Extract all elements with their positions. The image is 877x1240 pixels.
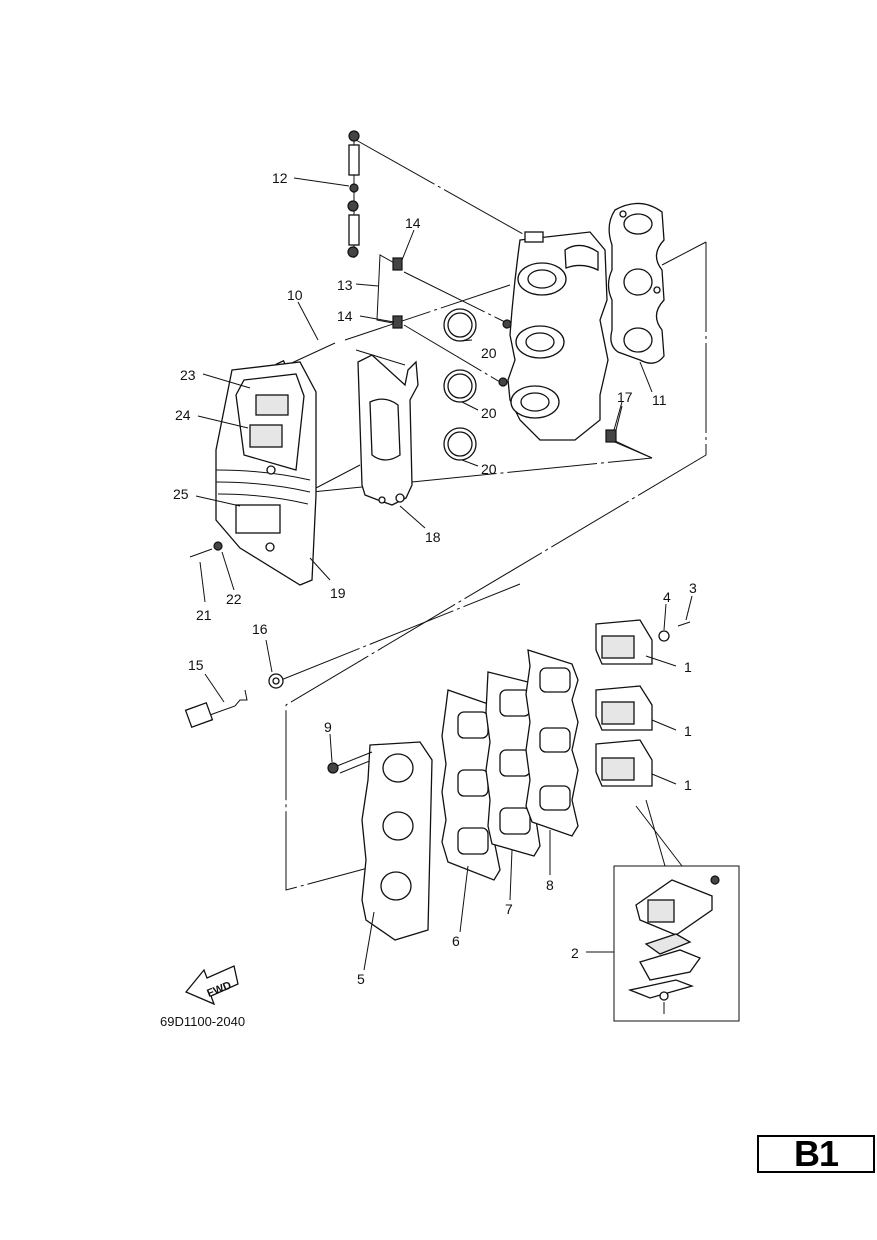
callout-1-c: 1 [684, 777, 692, 793]
callout-1-a: 1 [684, 659, 692, 675]
knob-part-15 [184, 689, 248, 729]
callout-25: 25 [173, 486, 189, 502]
forward-direction-arrow: FWD [184, 965, 239, 1006]
callout-labels: 12 14 13 14 10 11 20 20 20 17 23 24 25 1… [173, 170, 697, 987]
callout-8: 8 [546, 877, 554, 893]
silencer-cover-part-19 [215, 361, 317, 586]
page-section-label: B1 [793, 1133, 839, 1174]
callout-5: 5 [357, 971, 365, 987]
hose-part-13 [376, 254, 403, 329]
callout-23: 23 [180, 367, 196, 383]
callout-12: 12 [272, 170, 288, 186]
callout-9: 9 [324, 719, 332, 735]
callout-24: 24 [175, 407, 191, 423]
gasket-part-8 [525, 649, 579, 837]
callout-11: 11 [652, 392, 667, 408]
plate-part-5 [327, 741, 433, 941]
callout-3: 3 [689, 580, 697, 596]
gasket-part-18 [357, 354, 419, 506]
nut-part-16 [268, 673, 284, 689]
callout-14-bottom: 14 [337, 308, 353, 324]
assembly-outline [275, 139, 707, 891]
callout-7: 7 [505, 901, 513, 917]
diagram-code: 69D1100-2040 [160, 1014, 245, 1029]
bolt-part-21 [189, 541, 223, 558]
callout-20-b: 20 [481, 405, 497, 421]
callout-19: 19 [330, 585, 346, 601]
callout-16: 16 [252, 621, 268, 637]
page-section-badge: B1 [757, 1135, 875, 1173]
callout-1-b: 1 [684, 723, 692, 739]
callout-18: 18 [425, 529, 441, 545]
callout-2: 2 [571, 945, 579, 961]
callout-17: 17 [617, 389, 633, 405]
intake-manifold [498, 231, 609, 441]
callout-20-a: 20 [481, 345, 497, 361]
clip-part-17 [605, 405, 623, 443]
callout-15: 15 [188, 657, 204, 673]
callout-22: 22 [226, 591, 242, 607]
detail-box-part-2 [613, 799, 740, 1022]
callout-4: 4 [663, 589, 671, 605]
callout-14-top: 14 [405, 215, 421, 231]
leader-lines [195, 177, 693, 971]
o-rings-part-20 [443, 308, 477, 461]
reed-valves-part-1 [595, 619, 691, 787]
hose-part-12 [347, 130, 360, 258]
callout-13: 13 [337, 277, 353, 293]
callout-20-c: 20 [481, 461, 497, 477]
gasket-part-11 [607, 202, 665, 364]
callout-6: 6 [452, 933, 460, 949]
callout-21: 21 [196, 607, 212, 623]
callout-10: 10 [287, 287, 303, 303]
